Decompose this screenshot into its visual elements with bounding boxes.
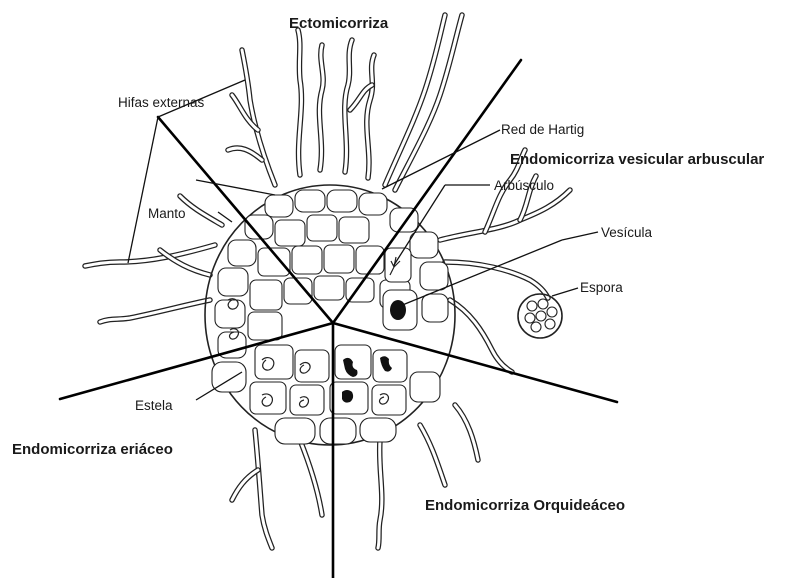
label-endomicorriza-orquideaceo: Endomicorriza Orquideáceo <box>425 497 625 514</box>
spore <box>518 294 562 338</box>
cortex-cells <box>215 190 448 358</box>
label-red-de-hartig: Red de Hartig <box>501 122 584 137</box>
stele-cells <box>212 345 440 444</box>
label-vesicula: Vesícula <box>601 225 653 240</box>
vesicle-shape <box>390 300 406 320</box>
label-manto: Manto <box>148 206 186 221</box>
label-arbusculo: Arbúsculo <box>494 178 554 193</box>
label-endomicorriza-eriaceo: Endomicorriza eriáceo <box>12 441 173 458</box>
label-endomicorriza-vesicular: Endomicorriza vesicular arbuscular <box>510 151 764 168</box>
label-espora: Espora <box>580 280 623 295</box>
label-estela: Estela <box>135 398 173 413</box>
label-ectomicorriza: Ectomicorriza <box>289 15 389 32</box>
label-hifas-externas: Hifas externas <box>118 95 205 110</box>
